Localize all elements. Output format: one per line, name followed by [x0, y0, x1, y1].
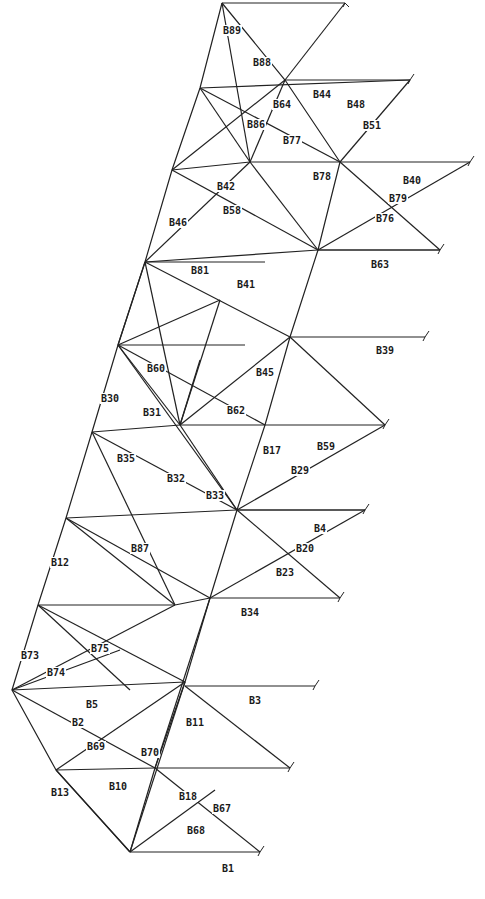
member-label: B40: [402, 175, 422, 186]
member-label: B48: [346, 99, 366, 110]
member-label: B89: [222, 25, 242, 36]
member-label: B42: [216, 181, 236, 192]
member-label: B74: [46, 667, 66, 678]
member-label: B79: [388, 193, 408, 204]
member-label: B62: [226, 405, 246, 416]
member-label: B13: [50, 787, 70, 798]
member-label: B30: [100, 393, 120, 404]
member-label: B23: [275, 567, 295, 578]
member-label: B20: [295, 543, 315, 554]
member-label: B34: [240, 607, 260, 618]
member-label: B81: [190, 265, 210, 276]
member-label: B33: [205, 490, 225, 501]
member-label: B75: [90, 643, 110, 654]
member-label: B63: [370, 259, 390, 270]
member-label: B87: [130, 543, 150, 554]
member-label: B46: [168, 217, 188, 228]
member-label: B88: [252, 57, 272, 68]
member-label: B60: [146, 363, 166, 374]
member-label: B11: [185, 717, 205, 728]
member-label: B1: [221, 863, 235, 874]
member-label: B69: [86, 741, 106, 752]
member-label: B78: [312, 171, 332, 182]
member-label: B77: [282, 135, 302, 146]
member-label: B39: [375, 345, 395, 356]
member-label: B86: [246, 119, 266, 130]
member-label: B76: [375, 213, 395, 224]
member-label: B70: [140, 747, 160, 758]
member-label: B12: [50, 557, 70, 568]
member-label: B64: [272, 99, 292, 110]
member-label: B18: [178, 791, 198, 802]
member-label: B4: [313, 523, 327, 534]
member-label: B44: [312, 89, 332, 100]
member-label: B17: [262, 445, 282, 456]
member-label: B10: [108, 781, 128, 792]
member-label: B31: [142, 407, 162, 418]
member-label: B29: [290, 465, 310, 476]
member-label: B67: [212, 803, 232, 814]
member-label: B73: [20, 650, 40, 661]
member-label: B41: [236, 279, 256, 290]
member-label: B3: [248, 695, 262, 706]
member-label: B51: [362, 120, 382, 131]
member-label: B2: [71, 717, 85, 728]
member-label: B59: [316, 441, 336, 452]
member-label: B32: [166, 473, 186, 484]
member-label: B58: [222, 205, 242, 216]
member-label: B35: [116, 453, 136, 464]
member-label: B45: [255, 367, 275, 378]
member-label: B68: [186, 825, 206, 836]
member-label: B5: [85, 699, 99, 710]
